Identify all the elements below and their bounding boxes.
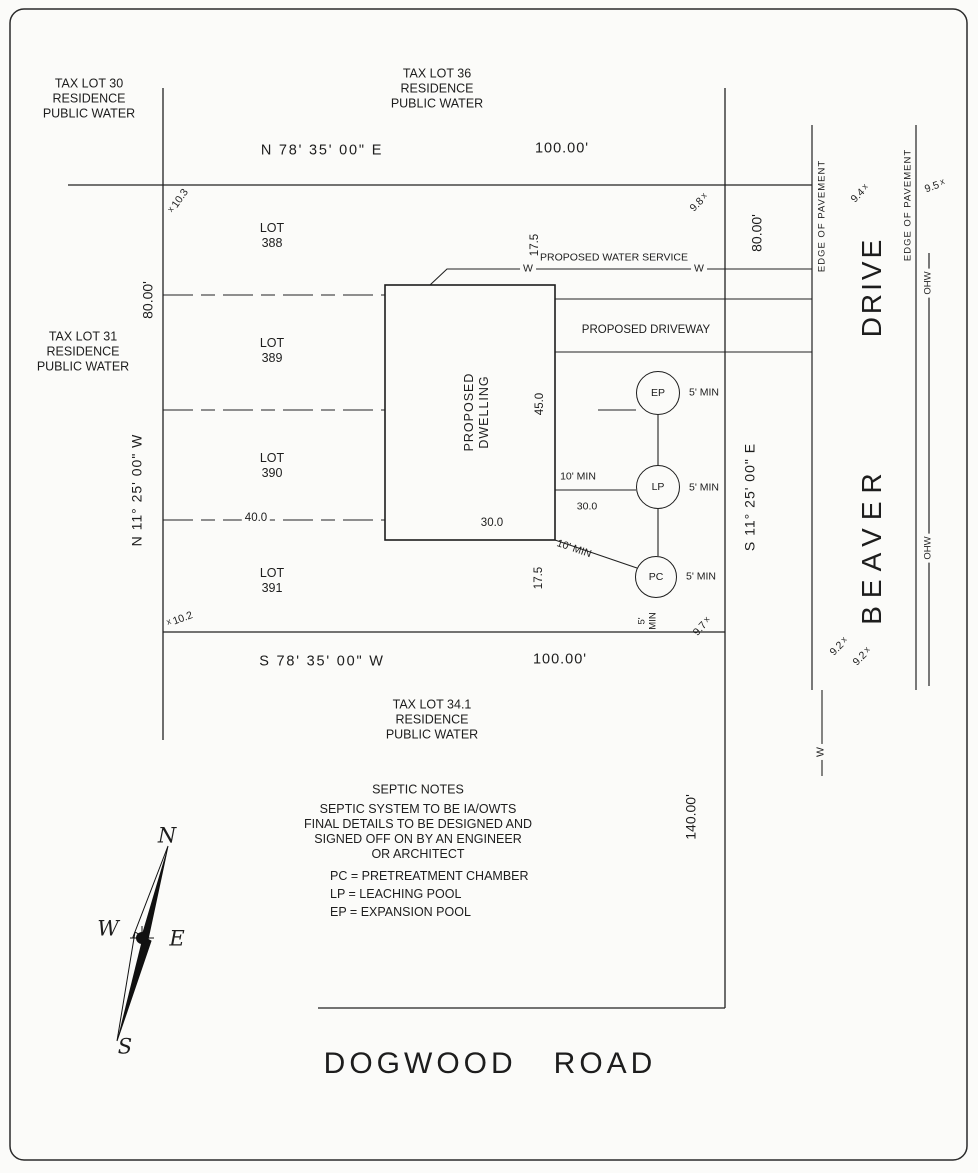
east-bearing: S 11° 25' 00" E — [741, 442, 758, 552]
road-frontage-distance: 140.00' — [682, 794, 699, 840]
ep-clearance-dim: 5' MIN — [688, 386, 720, 399]
proposed-dwelling-outline — [384, 284, 556, 541]
water-marker-1: W — [520, 262, 536, 276]
tax-lot-36-label: TAX LOT 36 RESIDENCE PUBLIC WATER — [390, 66, 484, 111]
pretreatment-chamber-label: PC — [648, 571, 664, 583]
septic-notes-body: SEPTIC SYSTEM TO BE IA/OWTS FINAL DETAIL… — [303, 802, 533, 861]
beaver-drive-name-drive: DRIVE — [856, 236, 888, 338]
expansion-pool-label: EP — [650, 387, 665, 399]
north-distance: 100.00' — [534, 140, 590, 157]
beaver-drive-name-beaver: BEAVER — [856, 465, 888, 625]
legend-lp: LP = LEACHING POOL — [330, 887, 462, 901]
lot-389-label: LOT 389 — [259, 336, 285, 365]
proposed-dwelling-label: PROPOSED DWELLING — [462, 372, 491, 452]
compass-west-label: W — [97, 916, 119, 941]
legend-pc: PC = PRETREATMENT CHAMBER — [330, 869, 529, 883]
dwelling-width-dim: 30.0 — [480, 517, 504, 530]
compass-south-label: S — [117, 1034, 133, 1059]
lot-division-lines — [163, 294, 385, 521]
driveway-lines — [555, 298, 812, 353]
west-bearing: N 11° 25' 00" W — [128, 433, 145, 547]
tax-lot-30-label: TAX LOT 30 RESIDENCE PUBLIC WATER — [42, 76, 136, 121]
driveway-label: PROPOSED DRIVEWAY — [581, 324, 711, 337]
compass-rose — [116, 845, 169, 1042]
ohw-marker-1: OHW — [922, 268, 934, 298]
legend-ep: EP = EXPANSION POOL — [330, 905, 471, 919]
pc-south-clearance-dim: 5' MIN — [636, 612, 659, 630]
water-marker-3: W — [814, 744, 828, 760]
ohw-marker-2: OHW — [922, 533, 934, 563]
water-marker-2: W — [691, 262, 707, 276]
property-boundary — [68, 88, 812, 1009]
road-lines — [811, 125, 930, 690]
water-service-line — [429, 268, 823, 776]
lot-388-label: LOT 388 — [259, 221, 285, 250]
lp-offset-dim: 10' MIN — [560, 470, 596, 483]
pretreatment-chamber-circle: PC — [635, 556, 677, 598]
sheet-border — [9, 8, 968, 1161]
edge-of-pavement-west-label: EDGE OF PAVEMENT — [816, 159, 828, 273]
dwelling-depth-dim: 45.0 — [534, 392, 547, 416]
septic-connector-lines — [554, 409, 659, 569]
north-bearing: N 78' 35' 00" E — [260, 142, 384, 159]
leaching-pool-circle: LP — [636, 465, 680, 509]
lp-clearance-dim: 5' MIN — [688, 481, 720, 494]
edge-of-pavement-east-label: EDGE OF PAVEMENT — [902, 148, 914, 262]
tax-lot-34-1-label: TAX LOT 34.1 RESIDENCE PUBLIC WATER — [385, 697, 479, 742]
leaching-pool-label: LP — [651, 481, 665, 493]
expansion-pool-circle: EP — [636, 371, 680, 415]
tax-lot-31-label: TAX LOT 31 RESIDENCE PUBLIC WATER — [36, 329, 130, 374]
lot-391-label: LOT 391 — [259, 566, 285, 595]
lp-distance-dim: 30.0 — [573, 500, 601, 514]
setback-bottom-dim: 17.5 — [533, 566, 546, 590]
west-distance: 80.00' — [139, 281, 156, 319]
south-bearing: S 78' 35' 00" W — [259, 653, 385, 670]
lot-390-label: LOT 390 — [259, 451, 285, 480]
pc-clearance-dim: 5' MIN — [685, 570, 717, 583]
septic-notes-title: SEPTIC NOTES — [372, 782, 464, 797]
compass-north-label: N — [157, 823, 177, 848]
compass-east-label: E — [169, 926, 185, 951]
south-distance: 100.00' — [532, 651, 588, 668]
setback-left-dim: 40.0 — [241, 512, 271, 526]
east-distance: 80.00' — [748, 214, 765, 252]
water-service-label: PROPOSED WATER SERVICE — [540, 251, 688, 264]
dogwood-road-name: DOGWOOD ROAD — [323, 1047, 657, 1080]
